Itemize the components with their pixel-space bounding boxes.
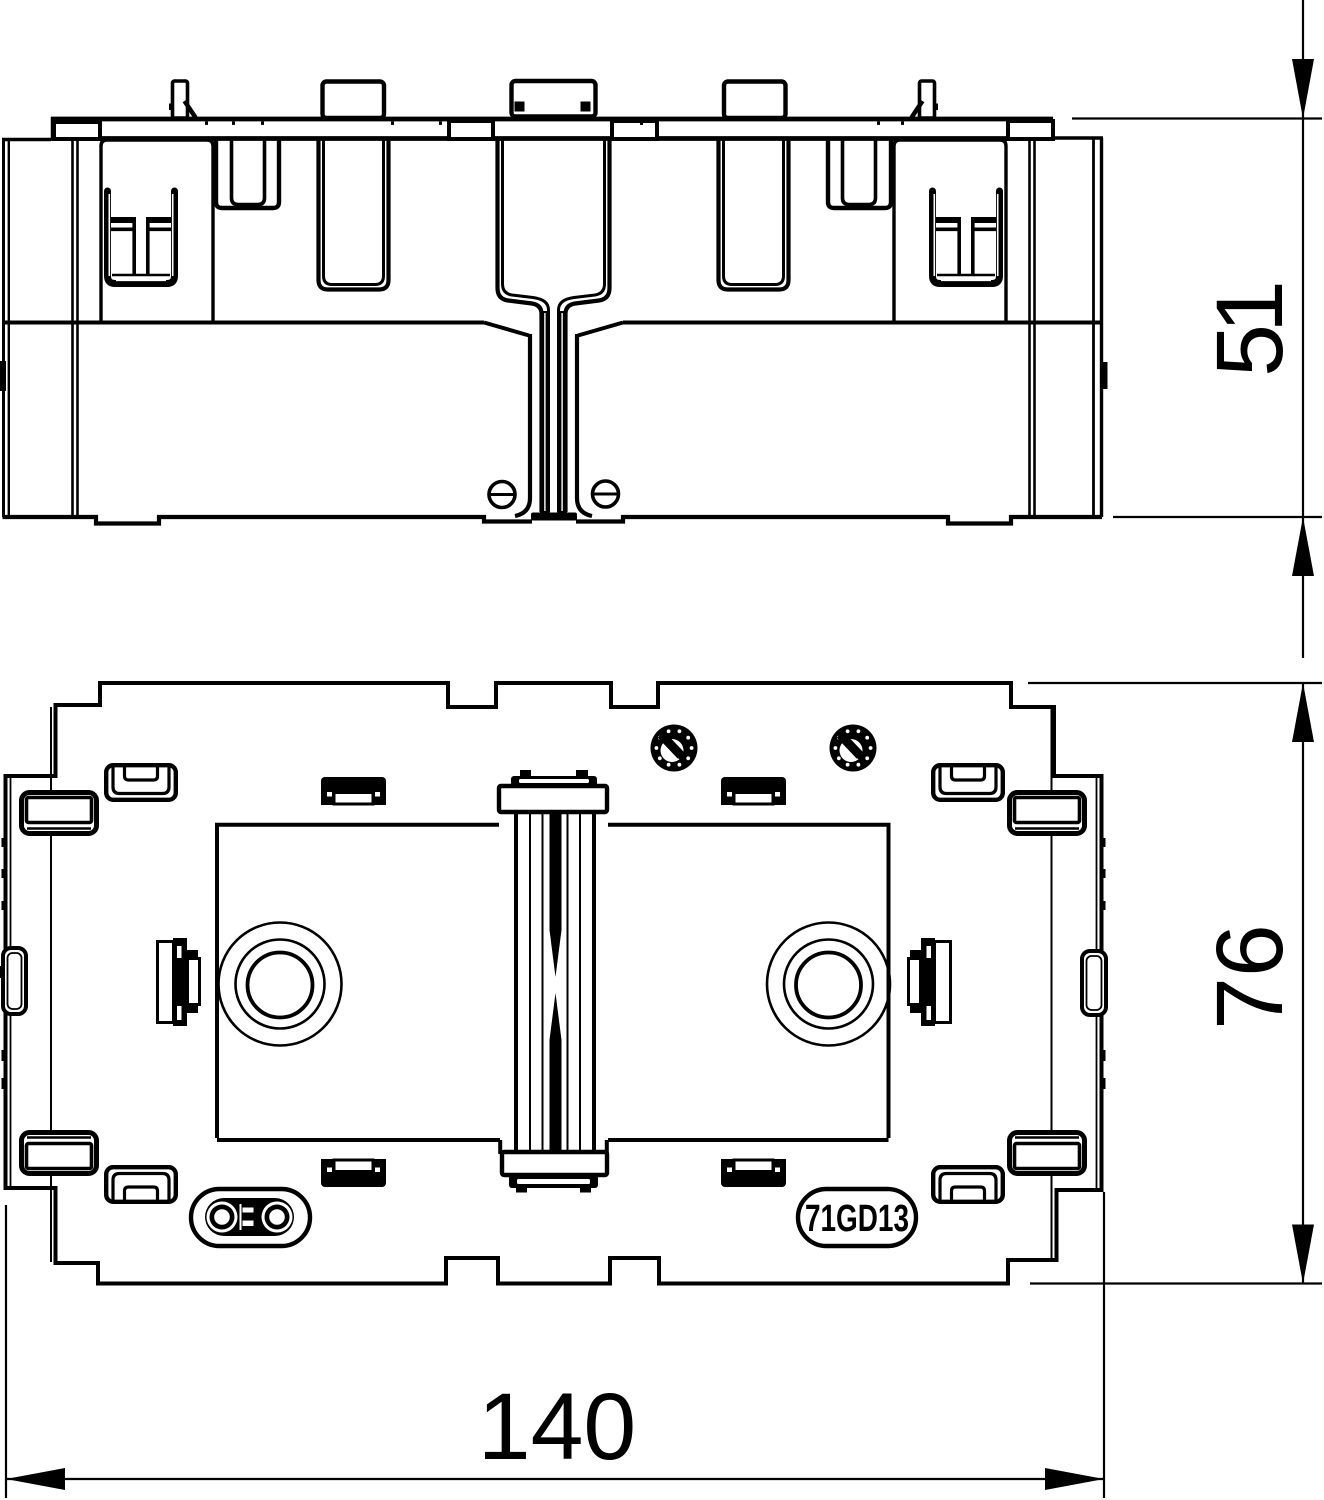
svg-text:76: 76 bbox=[1197, 924, 1303, 1030]
svg-text:71GD13: 71GD13 bbox=[805, 1198, 909, 1240]
svg-text:140: 140 bbox=[478, 1374, 637, 1480]
svg-text:51: 51 bbox=[1197, 284, 1303, 377]
